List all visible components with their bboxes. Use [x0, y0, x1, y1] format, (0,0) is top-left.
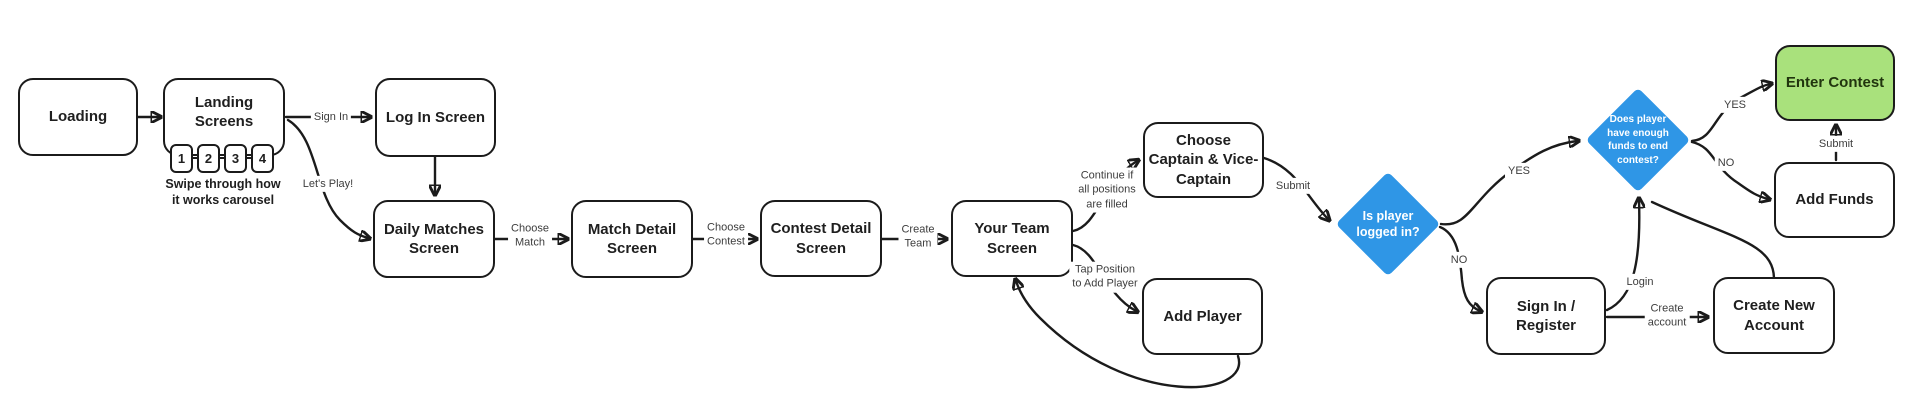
node-match-detail-label: Match Detail Screen	[587, 220, 677, 258]
carousel-page-1: 1	[170, 144, 193, 173]
node-log-in-label: Log In Screen	[385, 108, 486, 126]
carousel-page-2: 2	[197, 144, 220, 173]
edge-label-tap-position: Tap Position to Add Player	[1069, 261, 1141, 293]
node-daily-matches-label: Daily Matches Screen	[383, 220, 485, 258]
node-match-detail-screen: Match Detail Screen	[571, 200, 693, 278]
edge-sign-in-login-to-funds	[1605, 200, 1639, 312]
node-add-funds-label: Add Funds	[1795, 191, 1874, 209]
edge-label-choose-contest: Choose Contest	[704, 219, 748, 251]
edge-label-submit-captains: Submit	[1272, 177, 1314, 195]
node-loading-label: Loading	[48, 108, 108, 126]
edge-label-lets-play: Let's Play!	[299, 175, 357, 193]
carousel-caption: Swipe through how it works carousel	[165, 177, 281, 208]
edge-label-logged-in-yes: YES	[1504, 162, 1534, 180]
node-your-team-label: Your Team Screen	[974, 220, 1050, 257]
node-sign-in-register-label: Sign In / Register	[1515, 297, 1577, 335]
node-log-in-screen: Log In Screen	[375, 78, 496, 157]
node-add-player-label: Add Player	[1163, 307, 1242, 325]
edge-label-sign-in: Sign In	[310, 108, 352, 126]
edge-label-funds-no: NO	[1714, 154, 1738, 172]
decision-enough-funds: Does player have enough funds to end con…	[1584, 86, 1692, 194]
node-enter-contest: Enter Contest	[1775, 45, 1895, 121]
carousel-page-4: 4	[251, 144, 274, 173]
node-contest-detail-screen: Contest Detail Screen	[760, 200, 882, 277]
node-create-new-account-label: Create New Account	[1733, 297, 1815, 334]
node-add-player: Add Player	[1142, 278, 1263, 355]
edge-create-account-to-funds	[1650, 200, 1776, 280]
carousel-page-3: 3	[224, 144, 247, 173]
edge-logged-in-yes-to-funds	[1439, 141, 1577, 226]
node-landing-screens: Landing Screens	[163, 78, 285, 156]
edge-logged-in-no-to-sign-in	[1438, 225, 1480, 311]
node-landing-screens-label: Landing Screens	[194, 93, 254, 131]
edge-label-continue-if-filled: Continue if all positions are filled	[1075, 167, 1139, 213]
node-loading: Loading	[18, 78, 138, 156]
node-your-team-screen: Your Team Screen	[951, 200, 1073, 277]
edge-label-create-team: Create Team	[898, 221, 938, 253]
node-choose-captain-label: Choose Captain & Vice- Captain	[1148, 131, 1259, 188]
decision-is-player-logged-in: Is player logged in?	[1334, 170, 1442, 278]
edge-label-login: Login	[1623, 273, 1657, 291]
node-add-funds: Add Funds	[1774, 162, 1895, 238]
node-choose-captain: Choose Captain & Vice- Captain	[1143, 122, 1264, 198]
node-sign-in-register: Sign In / Register	[1486, 277, 1606, 355]
edge-add-player-to-your-team	[1016, 281, 1241, 389]
node-create-new-account: Create New Account	[1713, 277, 1835, 354]
edge-funds-no-to-add-funds	[1690, 140, 1768, 199]
edge-label-logged-in-no: NO	[1447, 251, 1471, 269]
node-contest-detail-label: Contest Detail Screen	[770, 220, 872, 257]
edge-label-choose-match: Choose Match	[508, 220, 552, 252]
node-enter-contest-label: Enter Contest	[1785, 74, 1885, 92]
node-daily-matches-screen: Daily Matches Screen	[373, 200, 495, 278]
edge-label-funds-yes: YES	[1720, 96, 1750, 114]
edge-label-create-account: Create account	[1644, 300, 1690, 332]
edge-landing-to-daily-matches	[286, 118, 368, 238]
edge-label-submit-funds: Submit	[1815, 135, 1857, 153]
decision-enough-funds-label: Does player have enough funds to end con…	[1607, 114, 1669, 166]
decision-logged-in-label: Is player logged in?	[1356, 208, 1420, 239]
